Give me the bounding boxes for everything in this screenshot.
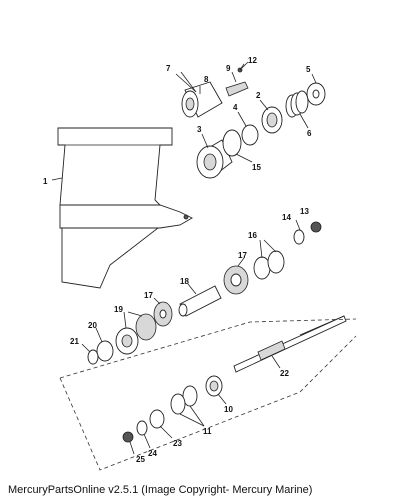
pinion-gear-lower bbox=[153, 301, 173, 327]
cam-follower bbox=[225, 63, 249, 97]
bearing-cups-11 bbox=[170, 385, 198, 415]
callout-13: 13 bbox=[300, 207, 309, 216]
callout-6: 6 bbox=[307, 129, 312, 138]
callout-3: 3 bbox=[197, 125, 202, 134]
assembly-outline-dashed bbox=[59, 318, 357, 379]
pinion-gear-upper bbox=[223, 265, 249, 295]
forward-gear bbox=[115, 313, 157, 355]
shim-20 bbox=[96, 340, 114, 362]
callout-23: 23 bbox=[173, 439, 182, 448]
washer-24 bbox=[136, 420, 148, 436]
callout-5: 5 bbox=[306, 65, 311, 74]
exploded-parts-diagram: 1 2 3 4 5 6 7 8 9 10 11 12 13 14 15 16 1… bbox=[43, 56, 357, 471]
washer-14 bbox=[293, 229, 305, 245]
callout-7: 7 bbox=[166, 64, 171, 73]
shim-4 bbox=[241, 124, 259, 146]
assembly-outline-dashed-lower bbox=[59, 335, 357, 471]
drive-shaft bbox=[233, 315, 347, 373]
bearing-stack-6 bbox=[285, 90, 309, 118]
washer-21 bbox=[87, 349, 99, 365]
callout-12: 12 bbox=[248, 56, 257, 65]
callout-16: 16 bbox=[248, 231, 257, 240]
bearing-10 bbox=[205, 375, 223, 397]
callout-2: 2 bbox=[256, 91, 261, 100]
callout-22: 22 bbox=[280, 369, 289, 378]
callout-14: 14 bbox=[282, 213, 291, 222]
callout-18: 18 bbox=[180, 277, 189, 286]
gear-housing bbox=[57, 127, 193, 289]
callout-11: 11 bbox=[203, 427, 212, 436]
image-caption: MercuryPartsOnline v2.5.1 (Image Copyrig… bbox=[8, 484, 313, 496]
o-ring-15 bbox=[222, 129, 242, 157]
callout-15: 15 bbox=[252, 163, 261, 172]
callout-9: 9 bbox=[226, 64, 231, 73]
reverse-gear bbox=[196, 139, 233, 179]
callout-19: 19 bbox=[114, 305, 123, 314]
spacer-tube bbox=[178, 285, 222, 317]
callout-10: 10 bbox=[224, 405, 233, 414]
callout-17b: 17 bbox=[144, 291, 153, 300]
bearing-2 bbox=[261, 106, 283, 134]
callout-20: 20 bbox=[88, 321, 97, 330]
nut-13 bbox=[310, 221, 322, 233]
callout-25: 25 bbox=[136, 455, 145, 464]
callout-1: 1 bbox=[43, 177, 48, 186]
callout-21: 21 bbox=[70, 337, 79, 346]
bearing-carrier bbox=[175, 71, 223, 118]
nut-25 bbox=[122, 431, 134, 443]
shim-23 bbox=[149, 409, 165, 429]
leader-lines bbox=[51, 61, 317, 455]
callout-24: 24 bbox=[148, 449, 157, 458]
thrust-washer bbox=[306, 82, 326, 106]
callout-4: 4 bbox=[233, 103, 238, 112]
callout-17a: 17 bbox=[238, 251, 247, 260]
callout-8: 8 bbox=[204, 75, 209, 84]
tapered-bearing-16 bbox=[253, 250, 285, 280]
